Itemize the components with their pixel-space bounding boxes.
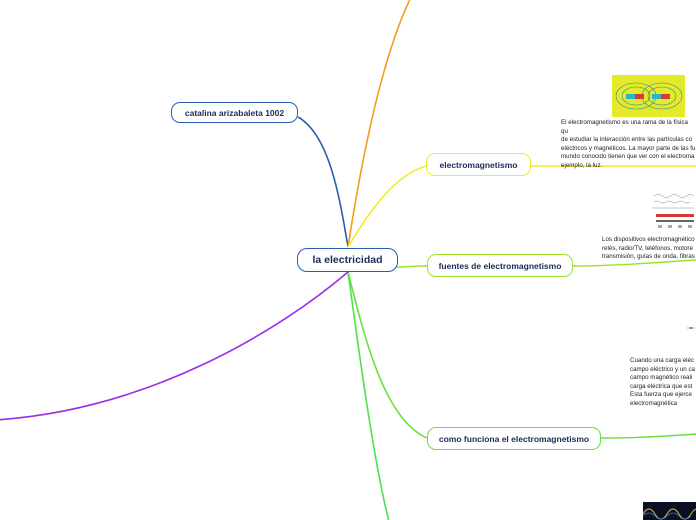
connector-fuentes-note (572, 259, 696, 267)
spectrum-icon (652, 194, 695, 228)
funciona-label: como funciona el electromagnetismo (438, 433, 590, 444)
electromagnetic-sources-diagram-image (648, 188, 696, 232)
magnet-diagram-image (612, 75, 685, 117)
fuentes-label: fuentes de electromagnetismo (438, 260, 562, 271)
connector-electromagnetismo (347, 165, 427, 248)
root-node[interactable]: la electricidad (297, 248, 398, 272)
small-diagram-icon (687, 326, 695, 330)
funciona-note: Cuando una carga eléc campo eléctrico y … (630, 357, 695, 407)
author-node[interactable]: catalina arizabaleta 1002 (171, 102, 298, 123)
author-label: catalina arizabaleta 1002 (184, 107, 285, 118)
wave-icon (643, 508, 696, 520)
connector-purple-branch (0, 271, 349, 421)
funciona-node[interactable]: como funciona el electromagnetismo (427, 427, 601, 450)
connector-funciona-note (600, 433, 696, 439)
electromagnetismo-note: El electromagnetismo es una rama de la f… (561, 119, 696, 169)
electromagnetismo-node[interactable]: electromagnetismo (426, 153, 531, 176)
connector-green-branch (347, 271, 390, 520)
fuentes-note: Los dispositivos electromagnético relés,… (602, 236, 695, 261)
electromagnetic-wave-image (643, 502, 696, 520)
fuentes-node[interactable]: fuentes de electromagnetismo (427, 254, 573, 277)
connector-author (297, 116, 349, 248)
connector-funciona (347, 271, 428, 439)
small-diagram-image (686, 320, 696, 330)
connector-orange-branch (347, 0, 411, 248)
root-label: la electricidad (312, 254, 383, 266)
magnet-icon (615, 82, 683, 110)
electromagnetismo-label: electromagnetismo (439, 159, 518, 170)
